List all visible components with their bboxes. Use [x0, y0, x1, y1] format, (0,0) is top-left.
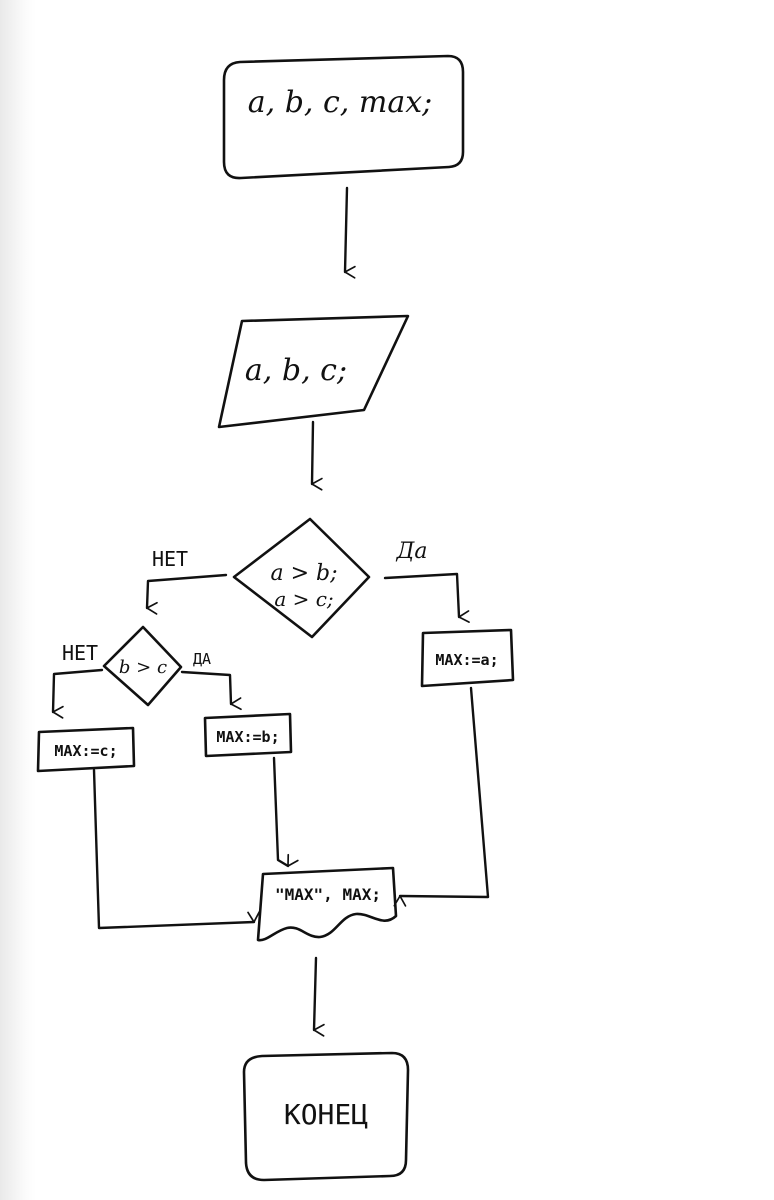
input-block-label: a, b, c; [245, 353, 347, 388]
arrow-assign-a-to-output [393, 686, 490, 907]
arrow-assign-c-to-output [92, 768, 261, 930]
arrow-assign-b-to-output [272, 756, 299, 868]
output-block: "MAX", MAX; [256, 866, 398, 942]
arrow-decision1-no [145, 573, 228, 615]
decision1-no-label: НЕТ [152, 547, 188, 571]
decision1-shape [232, 517, 371, 639]
decision1-label-line2: a > c; [274, 587, 333, 611]
assign-b-shape [203, 712, 293, 758]
decision1-block: a > b; a > c; [232, 517, 371, 639]
decision1-yes-label: Да [395, 539, 427, 564]
assign-a-shape [420, 628, 515, 688]
arrow-decision1-yes [383, 572, 470, 623]
input-block-shape [217, 314, 410, 429]
end-block: КОНЕЦ [242, 1051, 410, 1182]
assign-c-label: MAX:=c; [54, 742, 117, 760]
start-block-shape [222, 54, 465, 180]
output-block-shape [256, 866, 398, 942]
arrow-output-to-end [312, 956, 325, 1037]
arrow-input-to-decision1 [310, 420, 323, 491]
paper-edge-shadow [0, 0, 36, 1200]
decision2-yes-label: ДА [193, 650, 211, 668]
assign-c-shape [36, 726, 136, 773]
output-block-label: "MAX", MAX; [275, 885, 381, 904]
end-block-shape [242, 1051, 410, 1182]
decision2-no-label: НЕТ [62, 641, 98, 665]
end-block-label: КОНЕЦ [284, 1098, 368, 1131]
arrow-start-to-input [343, 186, 356, 279]
decision1-label-line1: a > b; [270, 561, 337, 586]
start-block-label: a, b, c, max; [248, 85, 432, 120]
decision2-label: b > c [119, 657, 167, 678]
input-block: a, b, c; [217, 314, 410, 429]
assign-b-label: MAX:=b; [216, 728, 279, 746]
arrow-decision2-yes [180, 670, 242, 711]
assign-b-block: MAX:=b; [203, 712, 293, 758]
start-block: a, b, c, max; [222, 54, 465, 180]
assign-a-label: MAX:=a; [435, 651, 498, 669]
decision2-block: b > c [102, 625, 183, 707]
arrow-decision2-no [51, 668, 104, 719]
assign-a-block: MAX:=a; [420, 628, 515, 688]
assign-c-block: MAX:=c; [36, 726, 136, 773]
decision2-shape [102, 625, 183, 707]
